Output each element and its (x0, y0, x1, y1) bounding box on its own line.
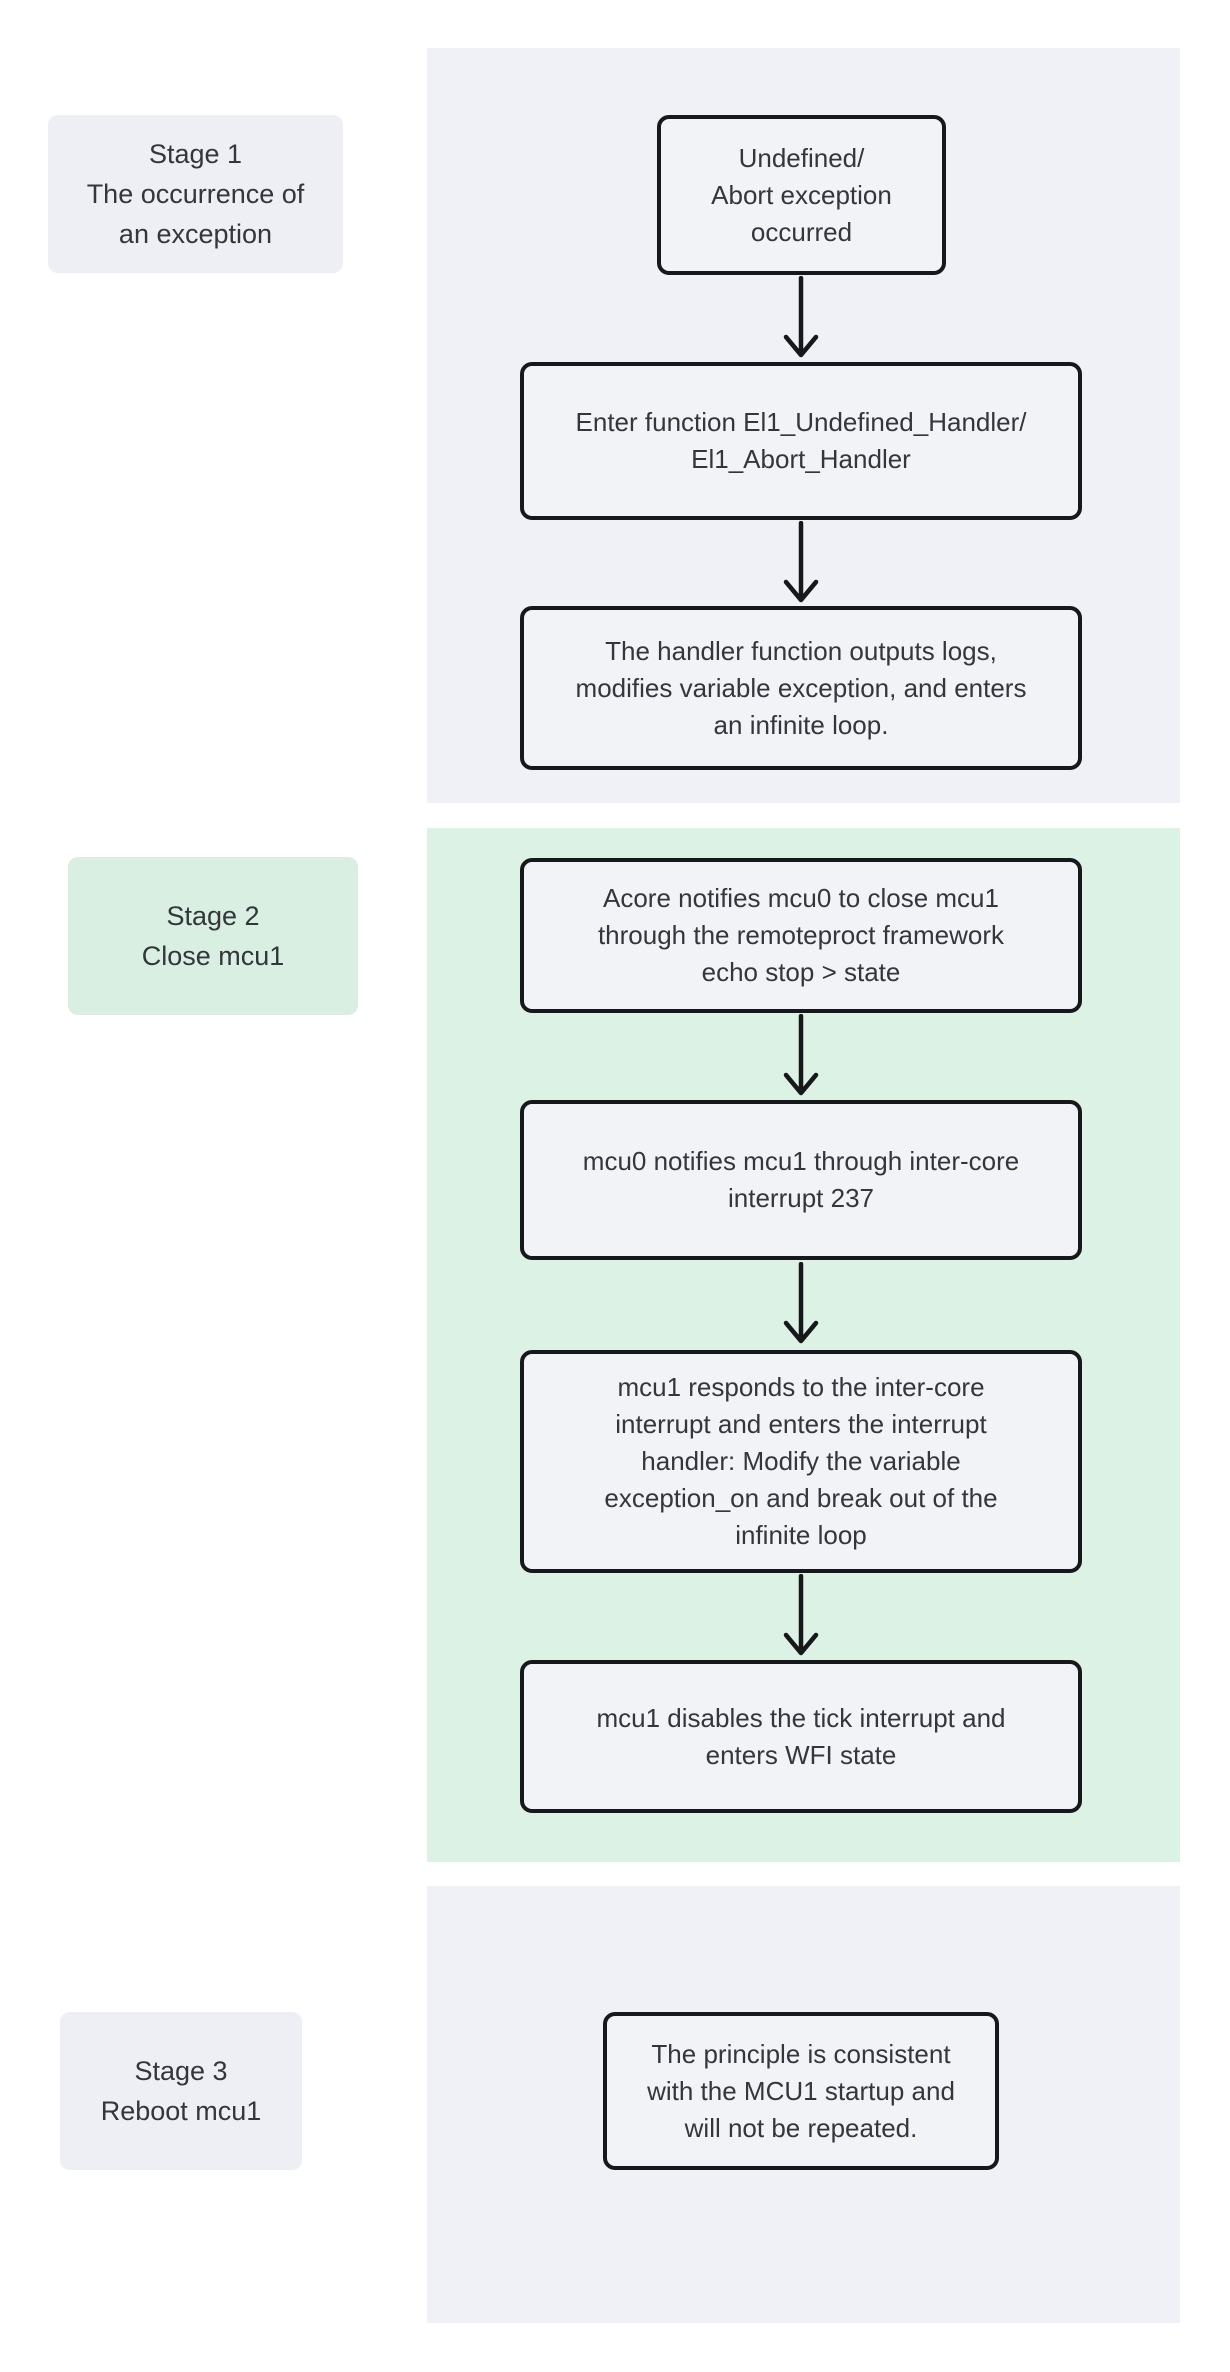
stage-2-label: Stage 2 Close mcu1 (68, 857, 358, 1015)
node-undefined-abort-exception: Undefined/ Abort exception occurred (657, 115, 946, 275)
arrow-down-icon (783, 1262, 819, 1344)
node-principle-consistent: The principle is consistent with the MCU… (603, 2012, 999, 2170)
arrow-down-icon (783, 1014, 819, 1096)
arrow-down-icon (783, 521, 819, 603)
node-mcu1-disables-tick: mcu1 disables the tick interrupt and ent… (520, 1660, 1082, 1813)
stage-1-label: Stage 1 The occurrence of an exception (48, 115, 343, 273)
arrow-down-icon (783, 1574, 819, 1656)
stage-3-label: Stage 3 Reboot mcu1 (60, 2012, 302, 2170)
node-enter-handler-function: Enter function El1_Undefined_Handler/ El… (520, 362, 1082, 520)
node-mcu1-responds-interrupt: mcu1 responds to the inter-core interrup… (520, 1350, 1082, 1573)
node-mcu0-notifies-mcu1: mcu0 notifies mcu1 through inter-core in… (520, 1100, 1082, 1260)
node-handler-outputs-logs: The handler function outputs logs, modif… (520, 606, 1082, 770)
arrow-down-icon (783, 276, 819, 358)
node-acore-notifies-mcu0: Acore notifies mcu0 to close mcu1 throug… (520, 858, 1082, 1013)
